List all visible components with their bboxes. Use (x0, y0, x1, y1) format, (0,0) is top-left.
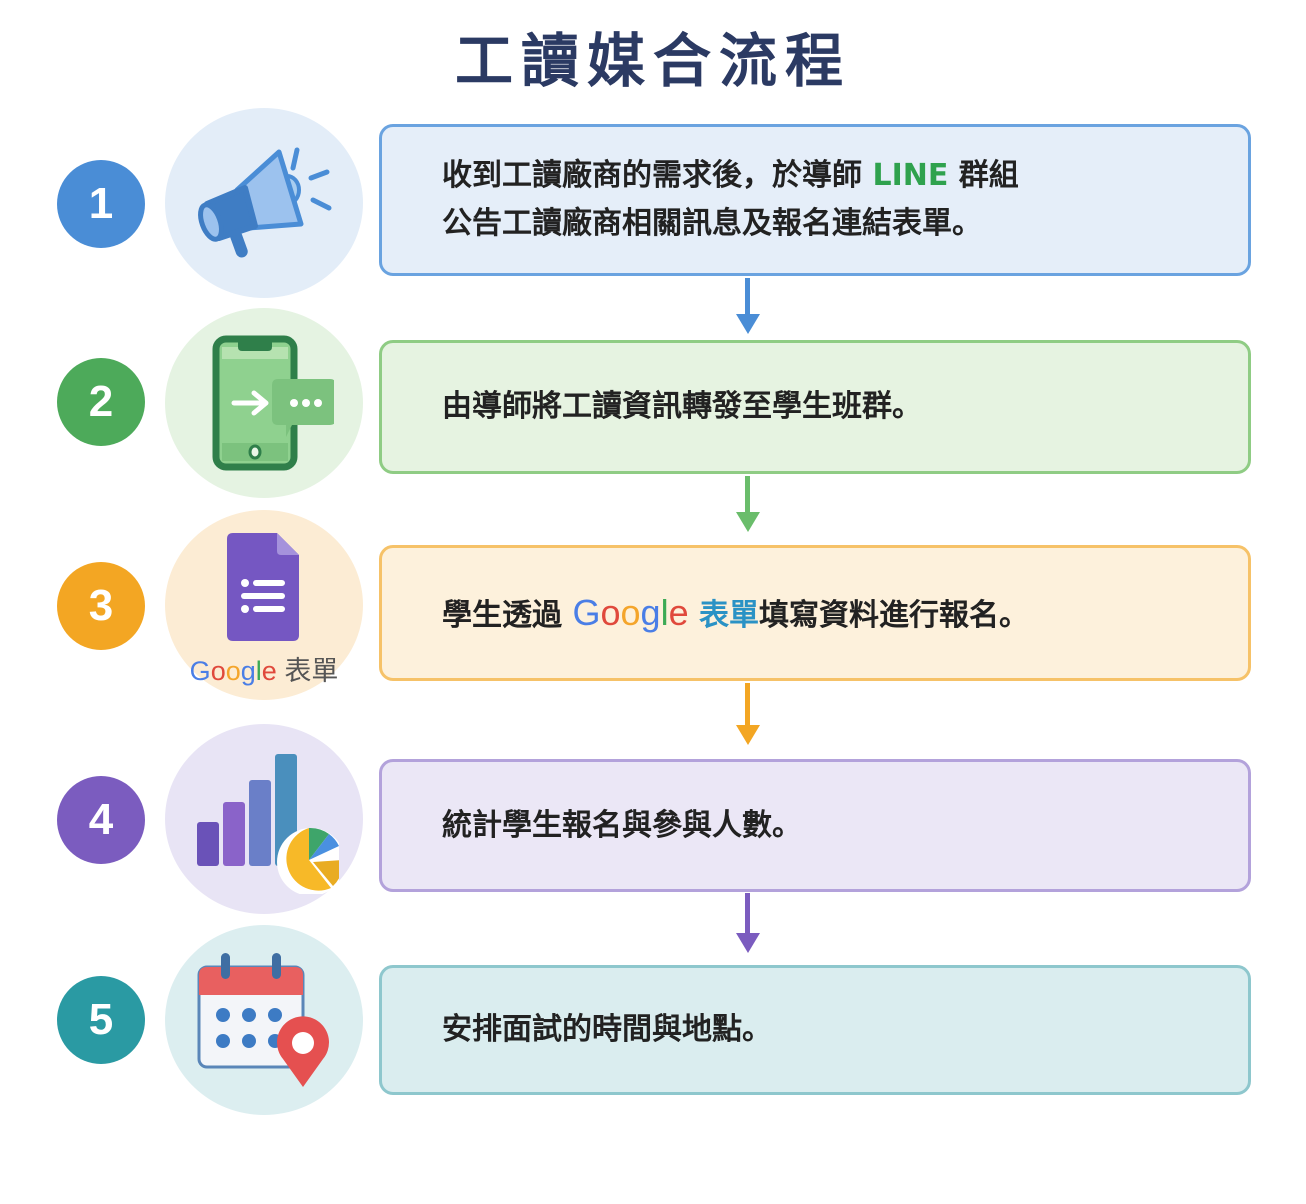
step-4-box: 統計學生報名與參與人數。 (379, 759, 1251, 892)
step-4-icon-circle (165, 724, 363, 914)
forms-caption-label: 表單 (284, 655, 339, 686)
step-number: 1 (88, 179, 114, 228)
flow-arrow-2 (736, 476, 760, 532)
google-letter: e (668, 592, 689, 634)
step-number: 4 (88, 795, 114, 844)
line-highlight: LINE (872, 158, 949, 193)
step-text: 群組 公告工讀廠商相關訊息及報名連結表單。 (442, 158, 1019, 241)
google-letter: G (572, 592, 601, 634)
step-2-box: 由導師將工讀資訊轉發至學生班群。 (379, 340, 1251, 474)
google-letter: l (255, 655, 262, 686)
google-letter: o (620, 592, 641, 634)
step-text: 學生透過 (442, 598, 573, 634)
step-3-box: 學生透過 Google 表單填寫資料進行報名。 (379, 545, 1251, 681)
step-5-icon-circle (165, 925, 363, 1115)
step-number: 5 (88, 995, 114, 1044)
google-forms-icon (227, 532, 299, 641)
step-5-text: 安排面試的時間與地點。 (442, 1012, 772, 1047)
step-3-number-badge: 3 (57, 562, 145, 650)
step-number: 3 (88, 581, 114, 630)
step-1-icon-circle (165, 108, 363, 298)
flow-arrow-1 (736, 278, 760, 334)
step-5-number-badge: 5 (57, 976, 145, 1064)
flow-arrow-4 (736, 893, 760, 953)
step-3-icon-circle: Google 表單 (165, 510, 363, 700)
google-letter: o (210, 655, 226, 686)
step-number: 2 (88, 377, 114, 426)
flow-arrow-3 (736, 683, 760, 745)
page-title: 工讀媒合流程 (454, 27, 851, 95)
megaphone-icon (198, 147, 332, 258)
step-1-text: 收到工讀廠商的需求後，於導師 LINE 群組 公告工讀廠商相關訊息及報名連結表單… (442, 152, 1019, 248)
step-2-icon-circle (165, 308, 363, 498)
google-letter: o (600, 592, 621, 634)
step-1-box: 收到工讀廠商的需求後，於導師 LINE 群組 公告工讀廠商相關訊息及報名連結表單… (379, 124, 1251, 276)
step-text: 填寫資料進行報名。 (759, 598, 1030, 634)
bar-pie-chart-icon (197, 754, 339, 894)
step-2-text: 由導師將工讀資訊轉發至學生班群。 (442, 389, 922, 424)
google-letter: e (261, 655, 277, 686)
google-letter: g (240, 655, 256, 686)
google-letter: l (660, 592, 669, 634)
step-2-number-badge: 2 (57, 358, 145, 446)
phone-forward-message-icon (212, 335, 334, 471)
google-forms-caption: Google 表單 (190, 649, 339, 688)
step-text: 收到工讀廠商的需求後，於導師 (442, 158, 873, 193)
step-5-box: 安排面試的時間與地點。 (379, 965, 1251, 1095)
step-4-number-badge: 4 (57, 776, 145, 864)
google-letter: G (189, 655, 211, 686)
step-4-text: 統計學生報名與參與人數。 (442, 807, 802, 843)
forms-label: 表單 (688, 598, 760, 634)
step-1-number-badge: 1 (57, 160, 145, 248)
step-3-text: 學生透過 Google 表單填寫資料進行報名。 (442, 584, 1029, 642)
google-letter: o (225, 655, 241, 686)
calendar-location-icon (197, 953, 329, 1087)
google-letter: g (640, 592, 661, 634)
